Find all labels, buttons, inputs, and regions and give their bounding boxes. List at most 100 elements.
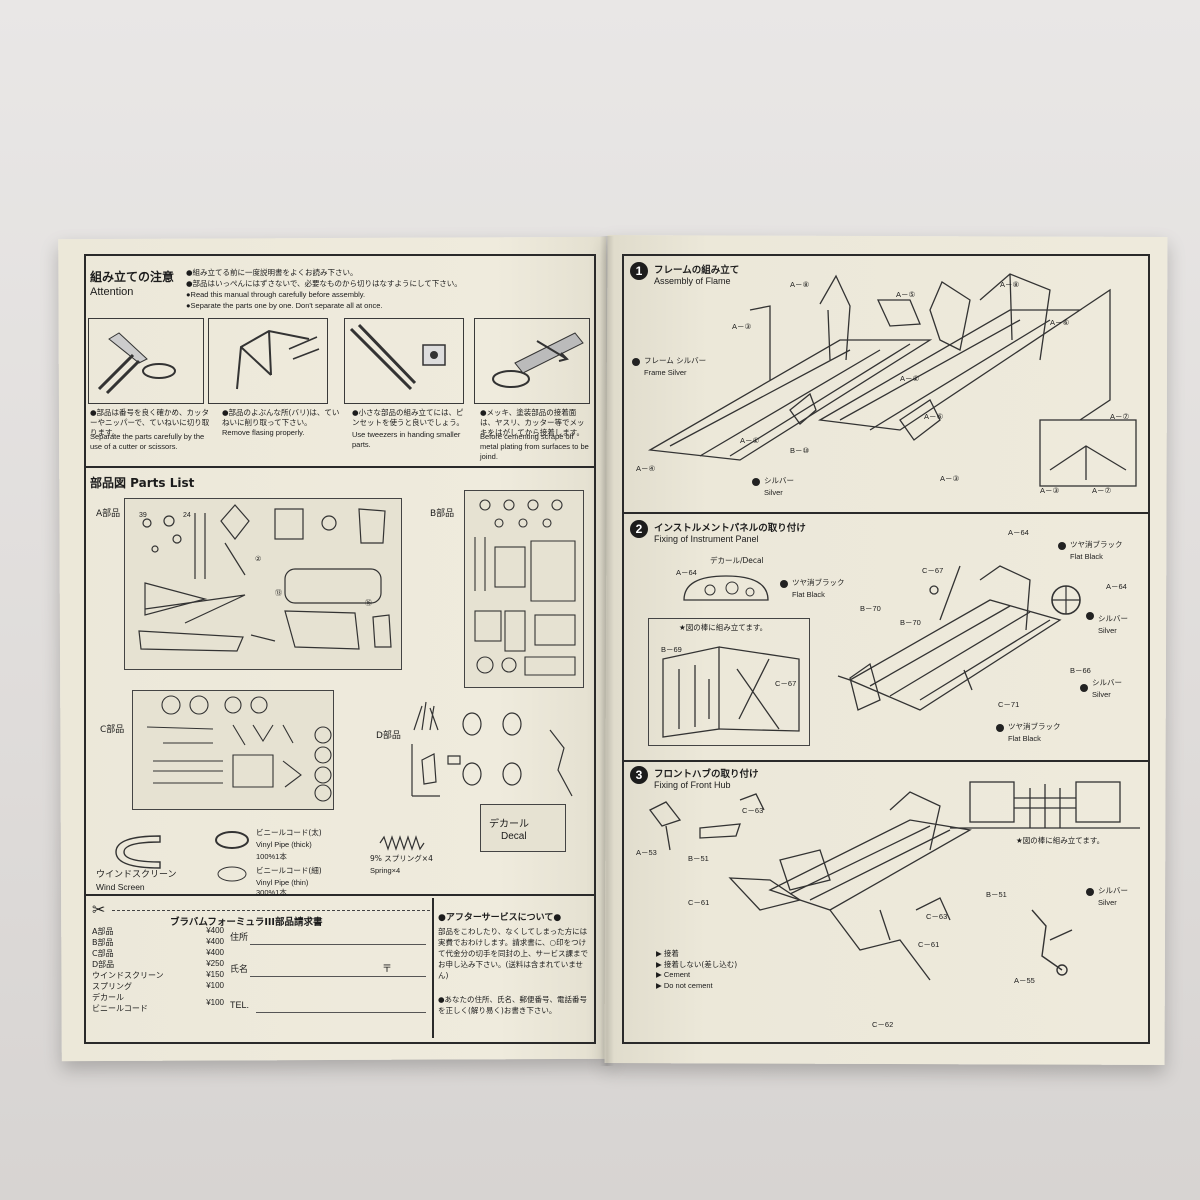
step2-flat-black-jp: ツヤ消ブラック: [792, 578, 845, 587]
step2-flat-black-en: Flat Black: [792, 590, 825, 599]
step3-label-c61-b: C－61: [918, 940, 940, 949]
right-divider-1: [622, 512, 1148, 514]
step-2-number: 2: [630, 520, 648, 538]
runner-b-label: B部品: [430, 509, 455, 519]
caption-4-en: Before cementing scrape off metal platin…: [480, 432, 589, 461]
step3-label-c61-a: C－61: [688, 898, 710, 907]
vinyl-thick-qty: 100%1本: [256, 852, 287, 861]
order-row-spring: スプリング¥100: [92, 981, 224, 991]
vinyl-thin-qty: 300%1本: [256, 888, 287, 897]
attention-panel-4: [474, 318, 590, 404]
caption-1-en: Separate the parts carefully by the use …: [90, 432, 205, 451]
address-label: 住所: [230, 933, 249, 943]
paint-chip-icon: [996, 724, 1004, 732]
step2-label-b70-b: B－70: [900, 618, 921, 627]
after-service-body: 部品をこわしたり、なくしてしまった方には実費でおわけします。請求書に、○印をつけ…: [438, 927, 588, 980]
order-row-c: C部品¥400: [92, 948, 224, 958]
runner-c: [132, 690, 334, 810]
step-3-front-view-detail: [950, 781, 1140, 829]
order-form-items: A部品¥400 B部品¥400 C部品¥400 D部品¥250 ウインドスクリー…: [92, 926, 224, 1014]
step1-label-11: A－③: [940, 474, 960, 483]
cement-arrow-icon: ▶: [656, 949, 664, 958]
step1-label-13: A－⑦: [1092, 486, 1112, 495]
runner-a: 39 24 ② ⑬ ⑯: [124, 498, 402, 670]
legend-no-cement-en: ▶ Do not cement: [656, 981, 713, 990]
step2-silver-en: Silver: [1098, 626, 1117, 635]
order-row-b: B部品¥400: [92, 937, 224, 947]
postal-label: 〒: [382, 964, 392, 975]
step-1-number: 1: [630, 262, 648, 280]
step-1-title-jp: フレームの組み立て: [654, 265, 740, 276]
step3-silver-jp: シルバー: [1098, 886, 1128, 895]
runner-b: [464, 490, 584, 688]
caption-3-en: Use tweezers in handing smaller parts.: [352, 430, 461, 449]
order-row-windscreen: ウインドスクリーン¥150: [92, 970, 224, 980]
step-3-title-jp: フロントハブの取り付け: [654, 769, 759, 780]
attention-bullet-3: ●Read this manual through carefully befo…: [186, 290, 366, 299]
step2-label-c71: C－71: [998, 700, 1020, 709]
step1-label-3: A－⑧: [1000, 280, 1020, 289]
order-form-divider: [432, 898, 434, 1038]
right-divider-2: [622, 760, 1148, 762]
spring-label-en: Spring×4: [370, 866, 401, 875]
step-2-title-jp: インストルメントパネルの取り付け: [654, 523, 806, 534]
step-1-detail-box: [1039, 419, 1137, 487]
vinyl-thick-jp: ビニールコード(太): [256, 828, 322, 837]
instrument-panel-illustration: [683, 575, 769, 601]
step2-label-a64-3: A－64: [1106, 582, 1127, 591]
caption-4-jp: ●メッキ、塗装部品の接着面は、ヤスリ、カッター等でメッキをはがしてから接着します…: [480, 408, 585, 437]
paint-chip-icon: [1086, 888, 1094, 896]
caption-2-jp: ●部品のよぶんな所(バリ)は、ていねいに削り取って下さい。: [222, 408, 340, 427]
order-row-decal: デカール ビニールコード¥100: [92, 993, 224, 1013]
step2-silver-en-2: Silver: [1092, 690, 1111, 699]
parts-list-title: 部品図 Parts List: [90, 476, 195, 490]
attention-bullet-1: ●組み立てる前に一度説明書をよくお読み下さい。: [186, 268, 358, 277]
paint-chip-icon: [632, 358, 640, 366]
tel-line: [256, 1012, 426, 1013]
tweezers-illustration: [349, 323, 446, 391]
order-form-title: ブラバムフォーミュラIII部品請求書: [170, 917, 323, 928]
step2-label-b69: B－69: [661, 645, 682, 654]
left-divider-2: [84, 894, 594, 896]
step3-label-c62: C－62: [872, 1020, 894, 1029]
step2-flat-black-jp-2: ツヤ消ブラック: [1070, 540, 1123, 549]
decal-label-jp: デカール: [489, 819, 529, 830]
step2-note: ★図の棒に組み立てます。: [679, 623, 768, 632]
windscreen-label-en: Wind Screen: [96, 882, 145, 892]
step2-label-a64-1: A－64: [676, 568, 697, 577]
caption-2-en: Remove flasing properly.: [222, 428, 305, 437]
vinyl-thin-jp: ビニールコード(細): [256, 866, 322, 875]
runner-b-parts: [474, 499, 576, 676]
windscreen-label-jp: ウインドスクリーン: [96, 870, 177, 880]
name-label: 氏名: [230, 965, 249, 975]
step3-label-a53: A－53: [636, 848, 657, 857]
step2-detail-diagram: [662, 646, 800, 738]
runner-c-label: C部品: [100, 725, 125, 735]
runner-a-parts: 39 24 ② ⑬ ⑯: [138, 504, 392, 652]
step-3-title-en: Fixing of Front Hub: [654, 780, 731, 790]
runner-d: [400, 700, 590, 810]
step2-flat-black-en-3: Flat Black: [1008, 734, 1041, 743]
name-line: [250, 976, 426, 977]
after-service-title: ●アフターサービスについて●: [438, 913, 562, 923]
front-hub-illustration: [1031, 909, 1073, 976]
step1-label-5: A－③: [732, 322, 752, 331]
part-num: ⑯: [365, 599, 372, 607]
frame-silver-jp: フレーム シルバー: [644, 356, 707, 365]
paint-chip-icon: [752, 478, 760, 486]
address-line: [250, 944, 426, 945]
step3-label-c63: C－63: [742, 806, 764, 815]
step1-silver-en: Silver: [764, 488, 783, 497]
right-page-frame: [622, 254, 1150, 1044]
attention-bullet-2: ●部品はいっぺんにはずさないで、必要なものから切りはなすようにして下さい。: [186, 279, 462, 288]
attention-bullet-4: ●Separate the parts one by one. Don't se…: [186, 301, 383, 310]
step3-label-b51-b: B－51: [986, 890, 1007, 899]
vinyl-thick-en: Vinyl Pipe (thick): [256, 840, 312, 849]
step1-label-7: A－⑥: [924, 412, 944, 421]
step3-note: ★図の棒に組み立てます。: [1016, 836, 1105, 845]
step1-label-6: A－②: [900, 374, 920, 383]
step1-label-8: A－⑦: [1110, 412, 1130, 421]
attention-panel-3: [344, 318, 464, 404]
attention-title-jp: 組み立ての注意: [90, 270, 175, 284]
legend-cement-jp: ▶ 接着: [656, 949, 679, 958]
